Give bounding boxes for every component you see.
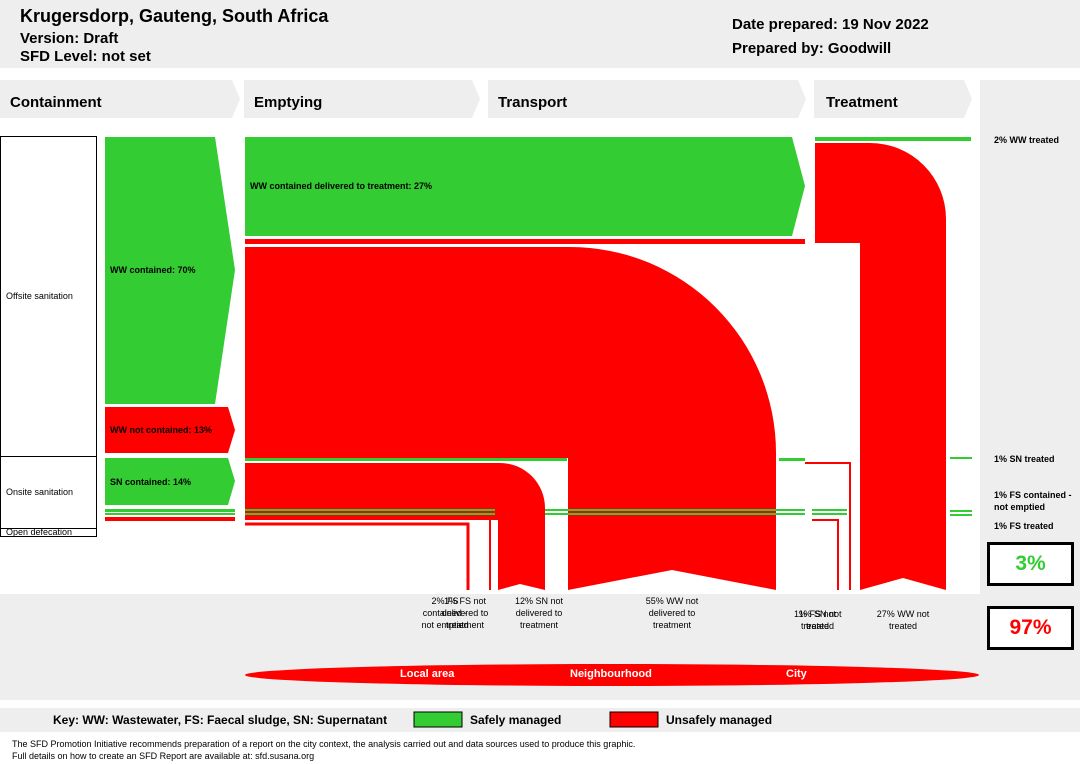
stage-transport: Transport xyxy=(498,94,568,111)
fs-contained-not-emptied-label: 1% FS contained - not emptied xyxy=(994,490,1072,512)
fs-not-treated-bottom-label: 1% FS not treated xyxy=(793,609,837,631)
stage-arrow-emptying xyxy=(244,80,480,118)
ww-contained-flow xyxy=(105,137,235,404)
fs-not-emptied-line xyxy=(245,522,470,590)
fs-treated-label: 1% FS treated xyxy=(994,521,1054,531)
safe-swatch xyxy=(413,711,463,728)
open-defecation-label: Open defecation xyxy=(6,527,73,537)
sfd-level-text: SFD Level: not set xyxy=(20,48,151,65)
sn-not-treated-bottom-label: 1% SN not treated xyxy=(798,609,842,631)
ww-not-delivered-bottom-label: 55% WW not delivered to treatment xyxy=(645,596,699,630)
legend-unsafe-label: Unsafely managed xyxy=(666,713,773,727)
stage-containment: Containment xyxy=(10,94,102,111)
sn-treated-green xyxy=(950,457,972,459)
safe-percentage: 3% xyxy=(1015,552,1046,575)
stage-emptying: Emptying xyxy=(254,94,323,111)
local-area-label: Local area xyxy=(400,668,455,680)
ww-contained-label: WW contained: 70% xyxy=(110,265,196,275)
stage-arrow-treatment xyxy=(814,80,972,118)
ww-not-delivered-flow xyxy=(245,247,776,590)
sn-not-delivered-bottom-label: 12% SN not delivered to treatment xyxy=(514,596,564,630)
ww-delivered-red-line xyxy=(245,239,805,244)
stage-arrow-transport xyxy=(488,80,806,118)
fs-not-delivered-bottom-label: 1% FS not delivered to treatment xyxy=(441,596,489,630)
ww-not-treated-bottom-label: 27% WW not treated xyxy=(876,609,930,631)
fs-green-line-5 xyxy=(812,509,847,511)
sn-not-delivered-flow xyxy=(245,463,545,590)
offsite-label: Offsite sanitation xyxy=(6,291,73,301)
key-band xyxy=(0,708,1080,732)
sn-contained-flow xyxy=(105,458,235,505)
fs-green-line-3 xyxy=(545,509,805,511)
onsite-box xyxy=(0,456,97,529)
open-defecation-flow xyxy=(105,517,235,521)
footer-line-2: Full details on how to create an SFD Rep… xyxy=(12,751,315,761)
legend-key: Key: WW: Wastewater, FS: Faecal sludge, … xyxy=(53,713,388,727)
fs-contained-flow xyxy=(105,509,235,512)
sn-contained-label: SN contained: 14% xyxy=(110,477,192,487)
sn-treated-label: 1% SN treated xyxy=(994,454,1055,464)
sn-green-line xyxy=(245,458,567,461)
area-ellipse xyxy=(245,664,979,686)
open-defecation-box xyxy=(0,528,97,537)
unsafe-percentage-box: 97% xyxy=(987,606,1074,650)
sn-not-treated-line xyxy=(805,462,851,590)
offsite-box xyxy=(0,136,97,457)
unsafe-swatch xyxy=(609,711,659,728)
fs-not-delivered-line xyxy=(480,515,491,590)
fs-not-emptied-bottom-label: 2% FS contained - not emptied xyxy=(421,596,469,630)
fs-green-line-2 xyxy=(245,513,495,515)
city-title: Krugersdorp, Gauteng, South Africa xyxy=(20,6,329,26)
onsite-label: Onsite sanitation xyxy=(6,487,74,497)
version-text: Version: Draft xyxy=(20,30,119,47)
prepared-by-text: Prepared by: Goodwill xyxy=(732,40,892,57)
city-label: City xyxy=(786,668,807,680)
footer-line-1: The SFD Promotion Initiative recommends … xyxy=(12,739,636,749)
outcome-panel xyxy=(980,80,1080,700)
date-prepared-text: Date prepared: 19 Nov 2022 xyxy=(732,16,929,33)
sn-green-line-b xyxy=(779,458,805,461)
fs-treated-green xyxy=(950,510,972,512)
fs-not-treated-line xyxy=(812,519,839,590)
header-band xyxy=(0,0,1080,68)
safe-percentage-box: 3% xyxy=(987,542,1074,586)
fs-green-line-6 xyxy=(812,513,847,515)
ww-not-contained-flow xyxy=(105,407,235,453)
ww-delivered-label: WW contained delivered to treatment: 27% xyxy=(250,181,433,191)
neighbourhood-label: Neighbourhood xyxy=(570,668,652,680)
ww-treated-green xyxy=(815,137,971,141)
ww-treated-label: 2% WW treated xyxy=(994,135,1060,145)
fs-green-line-4 xyxy=(545,513,805,515)
ww-not-treated-flow xyxy=(815,143,946,590)
unsafe-percentage: 97% xyxy=(1009,616,1052,639)
fs-treated-green-2 xyxy=(950,514,972,516)
fs-contained-flow-2 xyxy=(105,513,235,515)
fs-green-line-1 xyxy=(245,509,495,511)
stage-treatment: Treatment xyxy=(826,94,898,111)
ww-delivered-flow xyxy=(245,137,805,236)
legend-safe-label: Safely managed xyxy=(470,713,562,727)
ww-not-contained-label: WW not contained: 13% xyxy=(110,425,212,435)
stage-arrow-containment xyxy=(0,80,240,118)
